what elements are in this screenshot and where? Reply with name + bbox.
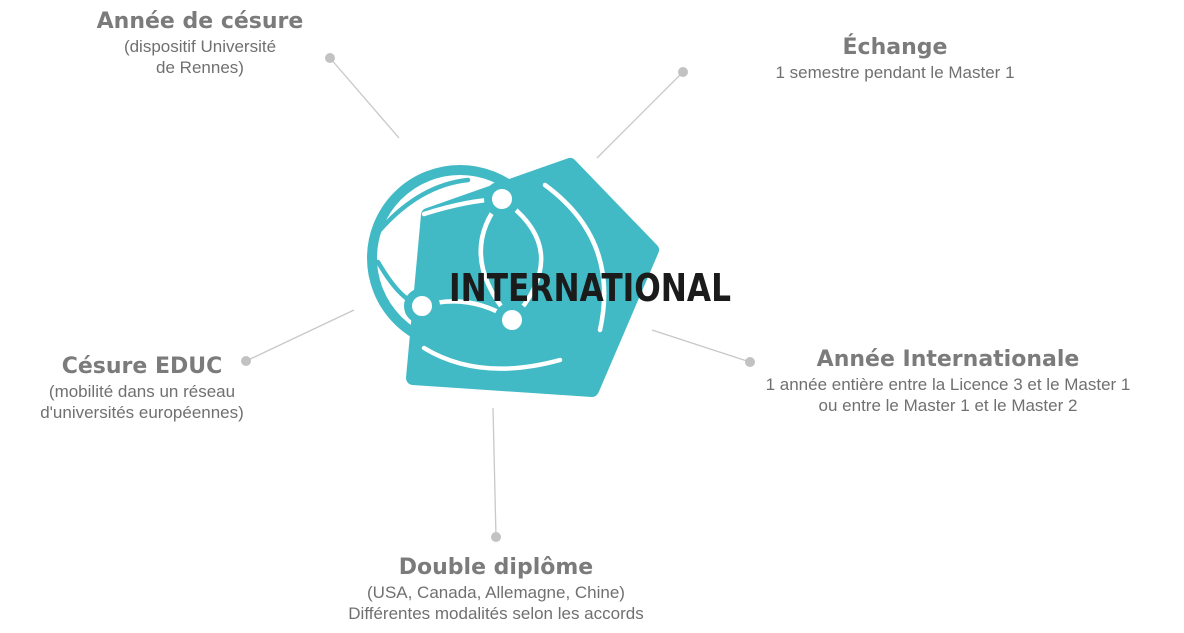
connector-exchange (596, 71, 684, 159)
node-double-degree-title: Double diplôme (398, 555, 594, 580)
node-gap-year-desc-1: (dispositif Université (123, 37, 277, 56)
node-double-degree-desc-2: Différentes modalités selon les accords (348, 604, 644, 623)
connector-double-degree (492, 407, 497, 538)
center-label: INTERNATIONAL (449, 266, 731, 310)
node-educ: Césure EDUC (mobilité dans un réseau d'u… (0, 353, 284, 423)
node-exchange: Échange 1 semestre pendant le Master 1 (730, 34, 1060, 83)
connector-gap-year (329, 57, 400, 139)
node-gap-year-title: Année de césure (96, 9, 304, 34)
dot-gap-year (325, 53, 335, 63)
node-educ-desc-2: d'universités européennes) (40, 403, 244, 422)
node-international-year: Année Internationale 1 année entière ent… (718, 346, 1178, 416)
node-international-year-title: Année Internationale (816, 347, 1080, 372)
dot-educ (241, 356, 251, 366)
connector-educ (245, 309, 355, 362)
connector-dots (241, 53, 755, 542)
node-educ-title: Césure EDUC (61, 354, 223, 379)
dot-double-degree (491, 532, 501, 542)
globe-logo-icon (367, 158, 659, 397)
connector-international-year (651, 329, 751, 363)
node-double-degree-desc-1: (USA, Canada, Allemagne, Chine) (367, 583, 625, 602)
dot-international-year (745, 357, 755, 367)
node-exchange-desc-1: 1 semestre pendant le Master 1 (775, 63, 1015, 82)
node-exchange-title: Échange (842, 35, 948, 60)
node-educ-desc-1: (mobilité dans un réseau (48, 382, 236, 401)
node-gap-year-desc-2: de Rennes) (156, 58, 244, 77)
node-international-year-desc-2: ou entre le Master 1 et le Master 2 (818, 396, 1078, 415)
node-international-year-desc-1: 1 année entière entre la Licence 3 et le… (765, 375, 1131, 394)
connectors (245, 57, 751, 538)
node-double-degree: Double diplôme (USA, Canada, Allemagne, … (316, 554, 676, 624)
node-gap-year: Année de césure (dispositif Université d… (60, 8, 340, 78)
dot-exchange (678, 67, 688, 77)
